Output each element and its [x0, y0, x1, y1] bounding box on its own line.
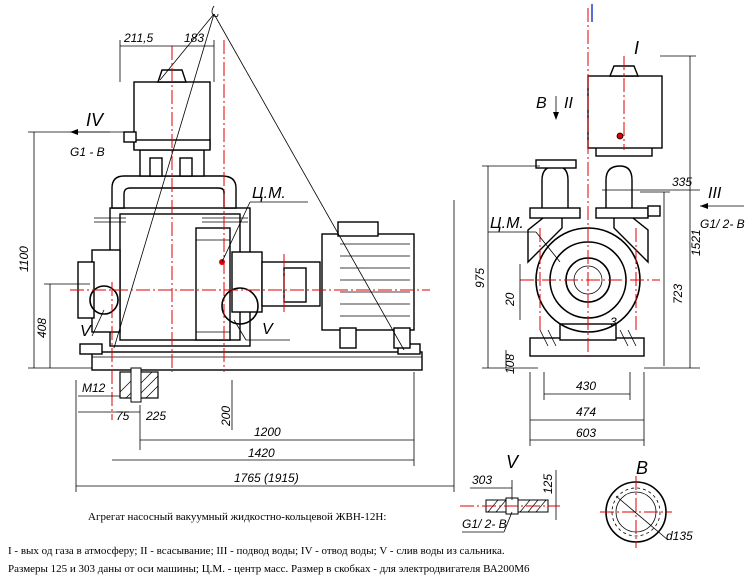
view-i-label: I [634, 38, 639, 58]
g1-2b-thread-right: G1/ 2- B [700, 217, 745, 231]
dim-1521: 1521 [689, 229, 703, 256]
view-b-detail-label: B [636, 458, 648, 478]
drain-v-label-left: V [80, 323, 92, 340]
dim-1420: 1420 [248, 446, 275, 460]
dim-975: 975 [473, 268, 487, 288]
dim-408: 408 [35, 318, 49, 338]
dim-125: 125 [541, 474, 555, 494]
front-view: 211,5 183 1100 408 75 225 200 1200 1420 … [17, 5, 455, 492]
dim-183: 183 [184, 31, 204, 45]
view-b-label: B [536, 95, 547, 112]
view-iv-label: IV [86, 110, 105, 130]
side-base [529, 337, 645, 357]
dim-723: 723 [671, 284, 685, 304]
dim-1200: 1200 [254, 425, 281, 439]
side-separator-tank [587, 75, 663, 149]
dim-335: 335 [672, 175, 692, 189]
dim-1765: 1765 (1915) [234, 471, 299, 485]
mass-center-label-side: Ц.М. [490, 215, 524, 232]
mass-center-label-front: Ц.М. [252, 185, 286, 202]
g1b-thread-label: G1 - B [70, 145, 105, 159]
dim-303: 303 [472, 473, 492, 487]
caption-note: Размеры 125 и 303 даны от оси машины; Ц.… [8, 563, 530, 575]
caption-title: Агрегат насосный вакуумный жидкостно-кол… [88, 511, 386, 523]
coupling-housing [231, 251, 263, 313]
left-bearing-housing [91, 249, 121, 333]
dim-3: 3 [610, 315, 617, 329]
section-v: V 303 125 G1/ 2- B [460, 452, 560, 533]
manifold-pipe [111, 175, 237, 209]
dim-75: 75 [116, 409, 130, 423]
dim-474: 474 [576, 405, 596, 419]
caption-legend: I - вых од газа в атмосферу; II - всасыв… [8, 545, 505, 557]
view-ii-label: II [564, 95, 573, 112]
dim-d135: d135 [666, 529, 693, 543]
dim-211-5: 211,5 [123, 31, 153, 45]
dim-200: 200 [219, 406, 233, 427]
view-b-detail: B d135 [600, 458, 693, 548]
side-view: 975 20 108 723 1521 335 3 430 474 603 I … [473, 4, 745, 446]
dim-225: 225 [145, 409, 166, 423]
dim-1100: 1100 [17, 246, 31, 272]
section-v-label: V [506, 452, 520, 472]
drain-v-label-mid: V [262, 321, 274, 338]
dim-20: 20 [503, 292, 517, 307]
g1-2b-thread-section: G1/ 2- B [462, 517, 507, 531]
view-iii-label: III [708, 185, 722, 202]
dim-603: 603 [576, 426, 596, 440]
dim-108: 108 [503, 354, 517, 374]
dim-430: 430 [576, 379, 596, 393]
base-frame [91, 351, 423, 371]
thread-m12-label: M12 [82, 381, 106, 395]
